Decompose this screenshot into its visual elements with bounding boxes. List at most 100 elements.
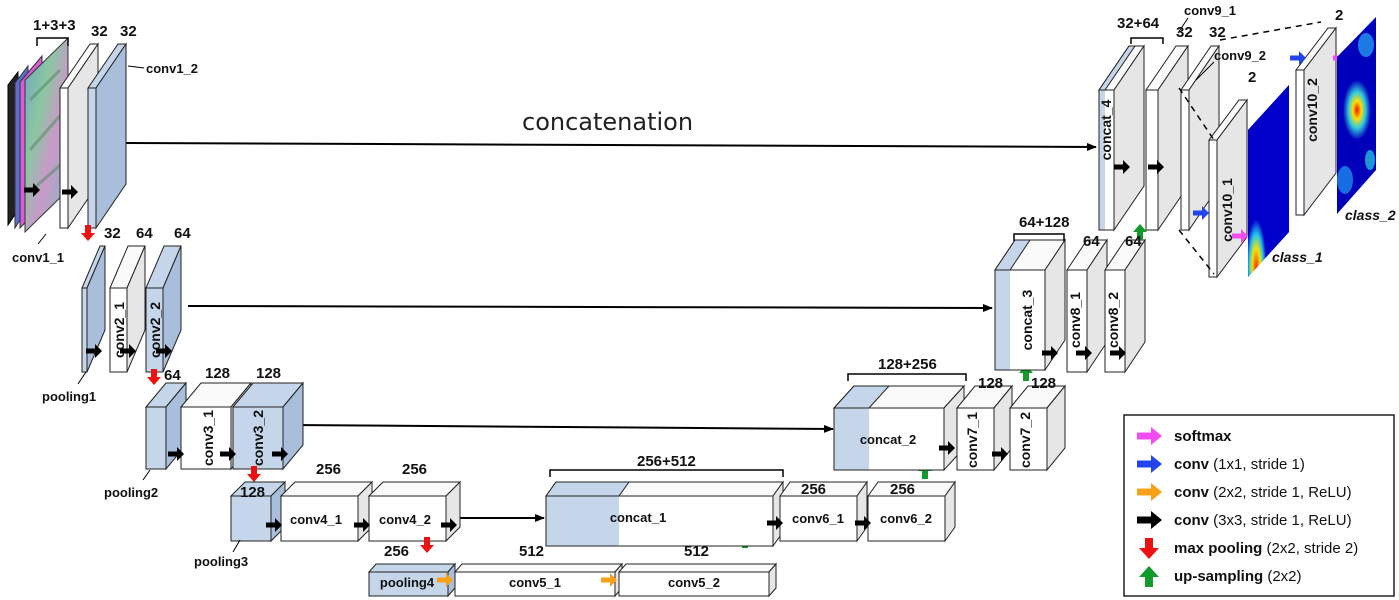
legend-arrow-right-icon (1137, 455, 1162, 473)
label-conv6-1: conv6_1 (792, 511, 844, 526)
dim-concat-3: 64+128 (1019, 214, 1069, 231)
conv-arrow-icon (767, 516, 783, 530)
dim-conv5-2: 512 (684, 543, 709, 560)
dim-concat-2: 128+256 (878, 356, 937, 373)
label-class-2: class_2 (1345, 207, 1396, 223)
legend-arrow-right-icon (1137, 483, 1162, 501)
label-conv9-2: conv9_2 (1214, 48, 1266, 63)
concatenation-label: concatenation (522, 108, 693, 136)
dim-conv2-1: 64 (136, 225, 153, 242)
dim-conv10-1: 2 (1248, 69, 1256, 86)
label-conv7-2: conv7_2 (1017, 412, 1033, 468)
label-conv8-1: conv8_1 (1067, 292, 1083, 348)
conv-arrow-icon (992, 447, 1008, 461)
skip-arrow-2 (187, 303, 993, 312)
dim-input: 1+3+3 (33, 17, 76, 34)
label-conv5-2: conv5_2 (668, 575, 720, 590)
class-1-heatmap (1248, 85, 1289, 277)
label-class-1: class_1 (1272, 249, 1323, 265)
label-conv3-2: conv3_2 (250, 410, 266, 466)
conv-arrow-icon (156, 344, 172, 358)
conv3-2-block (231, 381, 305, 471)
dim-conv7-1: 128 (978, 375, 1003, 392)
label-conv3-1: conv3_1 (200, 410, 216, 466)
dim-conv4-1: 256 (316, 461, 341, 478)
dim-conv1-1: 32 (91, 23, 108, 40)
skip-arrow-1 (123, 142, 1097, 151)
legend-arrow-right-icon (1137, 427, 1162, 445)
legend-label: conv (2x2, stride 1, ReLU) (1174, 484, 1352, 501)
dim-conv7-2: 128 (1031, 375, 1056, 392)
conv2-2-block (145, 245, 182, 373)
max-pooling-arrow-icon (147, 369, 161, 385)
legend-arrow-down-icon (1139, 538, 1159, 559)
concat-2-block (832, 384, 966, 472)
dim-conv3-2: 128 (256, 365, 281, 382)
conv7-2-block (1008, 384, 1067, 472)
legend-label: up-sampling (2x2) (1174, 568, 1302, 585)
label-pooling1: pooling1 (42, 389, 96, 404)
legend-label: softmax (1174, 428, 1232, 445)
label-conv4-2: conv4_2 (379, 512, 431, 527)
pool1-block (81, 245, 106, 373)
conv-arrow-icon (441, 518, 457, 532)
label-conv10-2: conv10_2 (1304, 78, 1320, 142)
conv2-1-block (109, 245, 146, 373)
bracket-concat-2 (847, 373, 967, 381)
concat-1-block (545, 480, 784, 548)
legend-item: conv (2x2, stride 1, ReLU) (1137, 483, 1352, 501)
conv-arrow-icon (437, 573, 453, 587)
up-sampling-arrow-icon (1133, 224, 1147, 240)
dim-conv3-1: 128 (205, 365, 230, 382)
conv-arrow-icon (1110, 346, 1126, 360)
label-conv10-1: conv10_1 (1219, 178, 1235, 242)
conv-arrow-icon (24, 183, 40, 197)
label-conv2-1: conv2_1 (111, 302, 127, 358)
label-pooling3: pooling3 (194, 554, 248, 569)
conv-arrow-icon (1148, 160, 1164, 174)
label-conv1-2: conv1_2 (146, 61, 198, 76)
conv-arrow-icon (168, 447, 184, 461)
class-2-heatmap (1337, 17, 1376, 214)
dim-conv8-1: 64 (1083, 233, 1100, 250)
leader-lines (37, 17, 1215, 553)
label-conv2-2: conv2_2 (147, 302, 163, 358)
dim-conv5-1: 512 (519, 543, 544, 560)
concat-3-block (994, 238, 1066, 372)
max-pooling-arrow-icon (247, 466, 261, 482)
conv-arrow-icon (1076, 346, 1092, 360)
input-bracket (36, 37, 69, 46)
conv10-1-block (1208, 98, 1248, 279)
dim-pool1: 32 (104, 225, 121, 242)
bracket-concat-1 (549, 469, 784, 477)
dim-concat-1: 256+512 (637, 453, 696, 470)
legend-label: max pooling (2x2, stride 2) (1174, 540, 1358, 557)
label-concat-1: concat_1 (610, 510, 666, 525)
legend-item: max pooling (2x2, stride 2) (1139, 538, 1358, 559)
dim-conv6-1: 256 (801, 481, 826, 498)
conv-arrow-icon (86, 344, 102, 358)
legend-item: up-sampling (2x2) (1139, 566, 1302, 587)
conv-1x1-arrow-icon (1290, 51, 1306, 65)
conv10-2-block (1294, 26, 1338, 217)
dim-concat-4: 32+64 (1117, 15, 1160, 32)
label-concat-4: concat_4 (1098, 99, 1114, 160)
dim-conv8-2: 64 (1125, 233, 1142, 250)
label-pooling2: pooling2 (104, 485, 158, 500)
conv8-2-block (1104, 238, 1146, 374)
label-conv8-2: conv8_2 (1105, 292, 1121, 348)
label-conv9-1: conv9_1 (1184, 3, 1236, 18)
label-conv5-1: conv5_1 (509, 575, 561, 590)
conv7-1-block (955, 384, 1014, 472)
concat-4-block (1098, 44, 1145, 232)
conv-arrow-icon (1042, 346, 1058, 360)
max-pooling-arrow-icon (420, 537, 434, 553)
label-conv6-2: conv6_2 (880, 511, 932, 526)
conv-arrow-icon (220, 447, 236, 461)
conv-1x1-arrow-icon (1193, 206, 1209, 220)
conv-arrow-icon (62, 185, 78, 199)
conv-arrow-icon (601, 573, 617, 587)
